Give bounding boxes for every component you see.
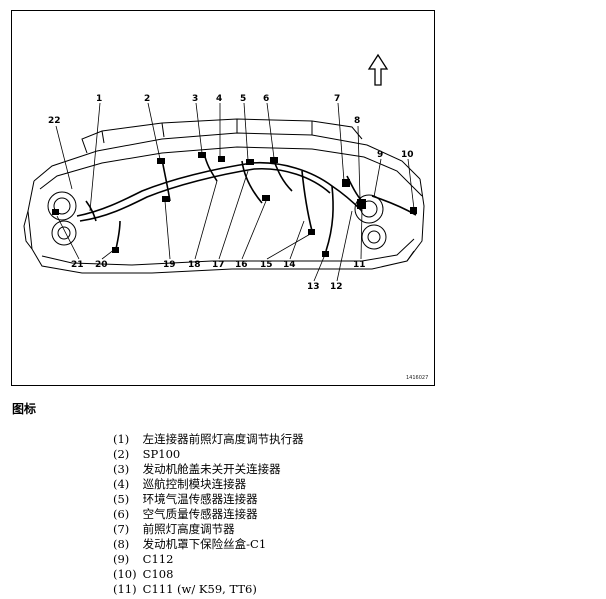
legend-item-number: (5) [113,492,130,506]
legend-item-text: 左连接器前照灯高度调节执行器 [142,432,304,446]
harness-illustration: 1 2 3 4 5 6 7 8 9 10 11 12 13 14 15 16 1… [23,53,428,381]
callout-18: 18 [188,260,201,270]
connector-blocks [52,152,417,257]
leader-lines [55,102,415,282]
callout-10: 10 [401,150,414,160]
callout-7: 7 [334,94,340,104]
legend-item-text: 发动机罩下保险丝盒-C1 [142,537,267,551]
bumper-outline [23,118,425,274]
legend-item: (9) C112 [113,552,304,567]
legend-item-number: (9) [113,552,130,566]
legend-item: (7) 前照灯高度调节器 [113,522,304,537]
legend-item-number: (10) [113,567,137,581]
legend-item-number: (8) [113,537,130,551]
legend-item-number: (7) [113,522,130,536]
legend-item: (3) 发动机舱盖未关开关连接器 [113,462,304,477]
legend-item-number: (3) [113,462,130,476]
legend-item-text: 巡航控制模块连接器 [142,477,247,491]
callout-9: 9 [377,150,383,160]
legend-item-text: C112 [142,552,174,566]
callout-11: 11 [353,260,366,270]
legend-item-text: 环境气温传感器连接器 [142,492,258,506]
legend-item-text: 空气质量传感器连接器 [142,507,258,521]
legend-item-number: (4) [113,477,130,491]
callout-4: 4 [216,94,222,104]
legend-list: (1) 左连接器前照灯高度调节执行器 (2) SP100 (3) 发动机舱盖未关… [113,432,304,597]
legend-item: (5) 环境气温传感器连接器 [113,492,304,507]
callout-5: 5 [240,94,246,104]
callout-16: 16 [235,260,248,270]
callout-3: 3 [192,94,198,104]
legend-item: (10) C108 [113,567,304,582]
callout-1: 1 [96,94,102,104]
callout-8: 8 [354,116,360,126]
legend-heading: 图标 [12,402,37,416]
legend-item-text: 发动机舱盖未关开关连接器 [142,462,281,476]
legend-item-number: (6) [113,507,130,521]
legend-item: (6) 空气质量传感器连接器 [113,507,304,522]
lamp-assemblies [47,191,387,250]
callout-13: 13 [307,282,320,292]
legend-item-text: 前照灯高度调节器 [142,522,235,536]
legend-item: (11) C111 (w/ K59, TT6) [113,582,304,597]
legend-item-text: SP100 [142,447,181,461]
callout-14: 14 [283,260,296,270]
callout-21: 21 [71,260,84,270]
legend-item: (4) 巡航控制模块连接器 [113,477,304,492]
legend-item: (2) SP100 [113,447,304,462]
legend-item-number: (2) [113,447,130,461]
callout-6: 6 [263,94,269,104]
callout-20: 20 [95,260,108,270]
legend-item-number: (11) [113,582,137,596]
callout-12: 12 [330,282,343,292]
legend-item: (1) 左连接器前照灯高度调节执行器 [113,432,304,447]
up-arrow-icon [367,53,389,86]
callout-17: 17 [212,260,225,270]
callout-2: 2 [144,94,150,104]
callout-22: 22 [48,116,61,126]
callout-labels: 1 2 3 4 5 6 7 8 9 10 11 12 13 14 15 16 1… [48,94,414,292]
wiring-diagram-figure: 1 2 3 4 5 6 7 8 9 10 11 12 13 14 15 16 1… [11,10,435,386]
figure-id: 1416027 [406,375,428,381]
callout-15: 15 [260,260,273,270]
legend-item-number: (1) [113,432,130,446]
legend-item: (8) 发动机罩下保险丝盒-C1 [113,537,304,552]
legend-item-text: C108 [142,567,174,581]
callout-19: 19 [163,260,176,270]
legend-item-text: C111 (w/ K59, TT6) [142,582,257,596]
